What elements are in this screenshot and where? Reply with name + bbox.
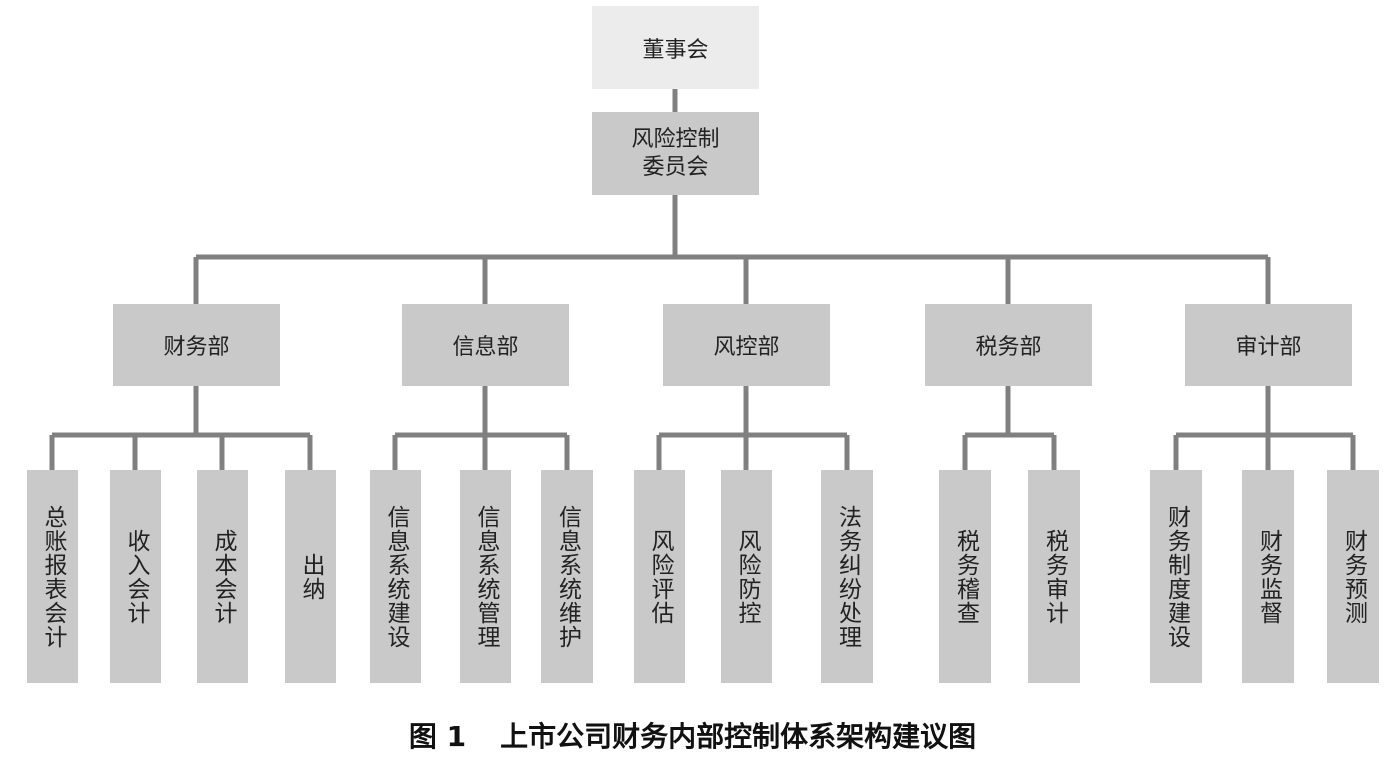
leaf-node: 信息系统维护 xyxy=(541,470,593,683)
leaf-node: 财务制度建设 xyxy=(1150,470,1202,683)
leaf-label: 风险评估 xyxy=(647,528,673,625)
dept-label: 税务部 xyxy=(975,335,1042,360)
leaf-label: 财务预测 xyxy=(1340,528,1367,625)
leaf-node: 成本会计 xyxy=(197,470,248,683)
leaf-label: 信息系统建设 xyxy=(383,504,409,649)
leaf-node: 法务纠纷处理 xyxy=(821,470,873,683)
leaf-node: 收入会计 xyxy=(110,470,161,683)
leaf-label: 财务监督 xyxy=(1255,528,1282,625)
committee-node: 风险控制 委员会 xyxy=(592,112,759,195)
leaf-label: 收入会计 xyxy=(123,528,149,625)
figure-caption: 图 1 上市公司财务内部控制体系架构建议图 xyxy=(0,715,1385,755)
leaf-node: 风险防控 xyxy=(721,470,772,683)
leaf-label: 总账报表会计 xyxy=(40,504,66,649)
dept-label: 财务部 xyxy=(163,335,230,360)
root-node: 董事会 xyxy=(592,6,759,89)
leaf-label: 税务稽查 xyxy=(952,528,979,625)
leaf-label: 信息系统管理 xyxy=(473,504,499,649)
committee-label-line1: 风险控制 xyxy=(631,126,720,152)
leaf-label: 税务审计 xyxy=(1041,528,1068,625)
leaf-label: 信息系统维护 xyxy=(554,504,581,649)
figure-title: 上市公司财务内部控制体系架构建议图 xyxy=(500,720,977,753)
dept-label: 审计部 xyxy=(1235,335,1302,360)
leaf-node: 总账报表会计 xyxy=(27,470,78,683)
org-chart: 董事会 风险控制 委员会 财务部 信息部 风控部 税务部 审计部 总账报表会计 … xyxy=(27,6,1379,683)
leaf-label: 法务纠纷处理 xyxy=(834,504,861,649)
leaf-node: 税务稽查 xyxy=(939,470,991,683)
dept-label: 信息部 xyxy=(452,335,519,360)
dept-node-risk-control: 风控部 xyxy=(663,304,830,386)
dept-label: 风控部 xyxy=(713,335,780,360)
connector-lines xyxy=(49,89,1356,470)
leaf-node: 风险评估 xyxy=(634,470,685,683)
root-label: 董事会 xyxy=(642,37,709,63)
leaf-node: 财务预测 xyxy=(1327,470,1379,683)
dept-node-finance: 财务部 xyxy=(113,304,280,386)
leaf-node: 信息系统管理 xyxy=(460,470,511,683)
dept-node-audit: 审计部 xyxy=(1185,304,1352,386)
leaf-node: 信息系统建设 xyxy=(370,470,421,683)
figure-number: 图 1 xyxy=(408,720,467,753)
leaf-label: 财务制度建设 xyxy=(1163,504,1190,649)
leaf-label: 风险防控 xyxy=(734,528,760,625)
dept-node-tax: 税务部 xyxy=(925,304,1092,386)
leaf-label: 成本会计 xyxy=(210,528,236,625)
leaf-label: 出纳 xyxy=(298,552,324,601)
leaf-node: 税务审计 xyxy=(1028,470,1080,683)
dept-node-information: 信息部 xyxy=(402,304,569,386)
committee-label-line2: 委员会 xyxy=(642,154,709,180)
leaf-node: 出纳 xyxy=(285,470,336,683)
leaf-node: 财务监督 xyxy=(1242,470,1294,683)
